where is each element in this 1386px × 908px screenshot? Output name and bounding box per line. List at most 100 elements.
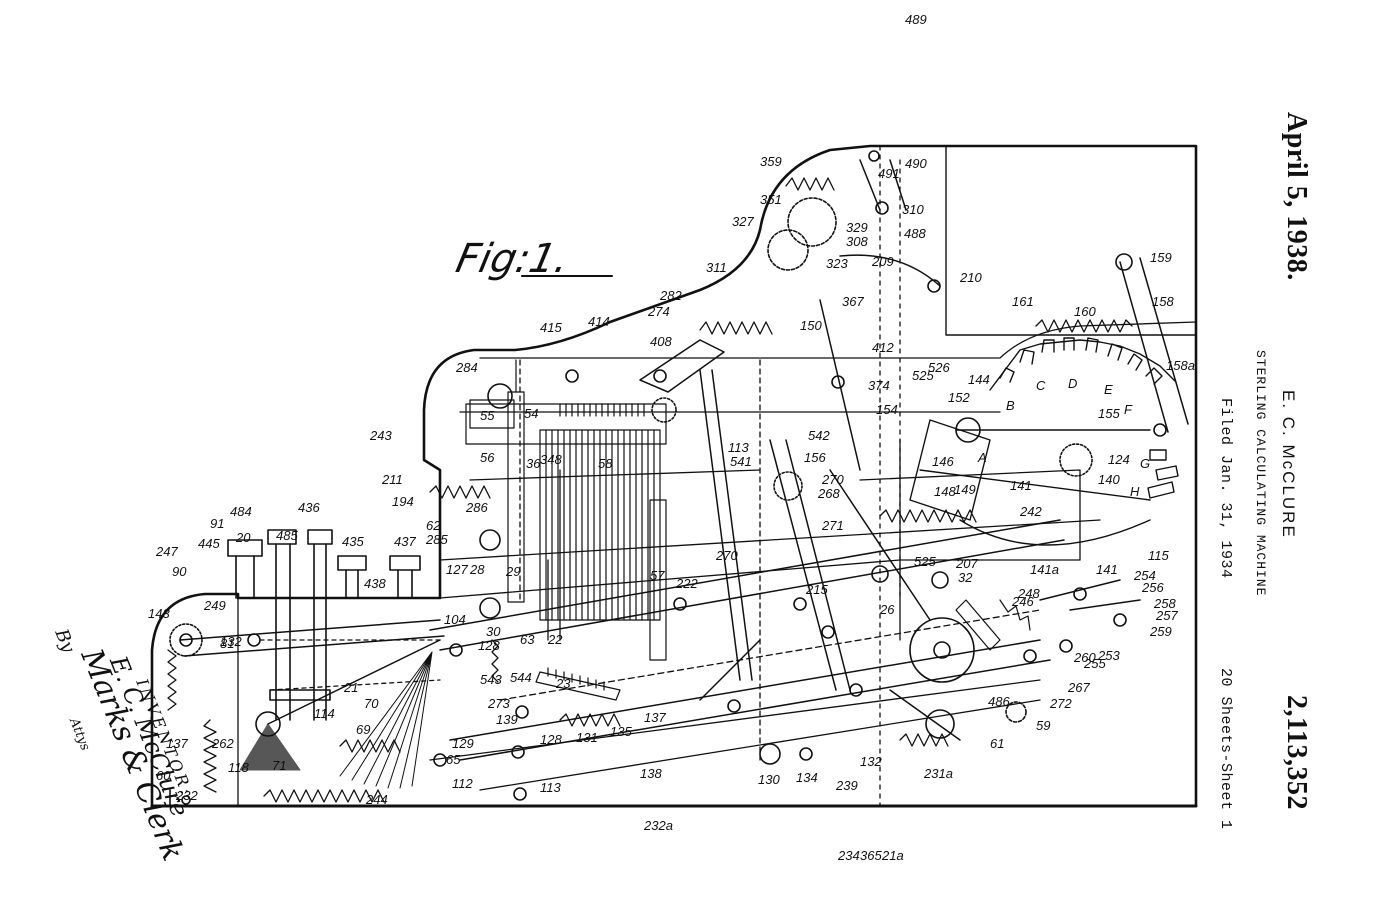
reference-numeral: 69 — [356, 722, 370, 737]
reference-numeral: 259 — [1149, 624, 1172, 639]
reference-numeral: 132 — [860, 754, 882, 769]
reference-numeral: 267 — [1067, 680, 1090, 695]
reference-numeral: B — [1006, 398, 1015, 413]
reference-numeral: 239 — [835, 778, 858, 793]
reference-numeral: 132 — [220, 634, 242, 649]
reference-numeral: 65 — [446, 752, 461, 767]
reference-numeral: 141 — [1096, 562, 1118, 577]
reference-numeral: 60 — [156, 768, 171, 783]
reference-numeral: 115 — [1148, 548, 1169, 563]
reference-numeral: 351 — [760, 192, 782, 207]
reference-numeral: 272 — [1049, 696, 1072, 711]
reference-numeral: 71 — [272, 758, 286, 773]
reference-numeral: 215 — [805, 582, 828, 597]
reference-numeral: 57 — [650, 568, 665, 583]
reference-numeral: 211 — [381, 472, 403, 487]
reference-numeral: 246 — [1011, 594, 1034, 609]
reference-numeral: 138 — [640, 766, 662, 781]
reference-numeral: 437 — [394, 534, 416, 549]
reference-numeral: 485 — [276, 528, 298, 543]
reference-numeral: 141a — [1030, 562, 1059, 577]
reference-numeral: 374 — [868, 378, 890, 393]
reference-numeral: 543 — [480, 672, 502, 687]
reference-numeral: 271 — [821, 518, 844, 533]
reference-numeral: F — [1124, 402, 1133, 417]
reference-numeral: 159 — [1150, 250, 1172, 265]
reference-numeral: 158 — [1152, 294, 1174, 309]
springs — [167, 177, 1133, 803]
reference-numeral: 282 — [659, 288, 682, 303]
reference-numeral: 130 — [758, 772, 780, 787]
reference-numeral: 113 — [540, 780, 561, 795]
reference-numeral: 234 — [837, 848, 860, 863]
reference-numeral: 329 — [846, 220, 868, 235]
reference-numeral: 308 — [846, 234, 868, 249]
reference-numeral: 29 — [505, 564, 520, 579]
reference-numeral: 209 — [871, 254, 894, 269]
comb-mechanism — [465, 359, 667, 661]
reference-numeral: 118 — [228, 760, 249, 775]
reference-numeral: G — [1140, 456, 1150, 471]
reference-numeral: 286 — [465, 500, 488, 515]
reference-numeral: C — [1036, 378, 1046, 393]
reference-numeral: 488 — [904, 226, 926, 241]
reference-numeral: 367 — [842, 294, 864, 309]
reference-numeral: 247 — [155, 544, 178, 559]
gears-and-pivots — [169, 150, 1167, 805]
reference-numeral: 436 — [298, 500, 320, 515]
reference-numeral: 21 — [343, 680, 358, 695]
key-bank — [227, 529, 421, 721]
reference-numeral: 310 — [902, 202, 924, 217]
reference-numeral: 484 — [230, 504, 252, 519]
reference-numeral: 248 — [1017, 586, 1040, 601]
reference-numeral: 486 — [988, 694, 1010, 709]
reference-numeral: 285 — [425, 532, 448, 547]
reference-numeral: 144 — [968, 372, 990, 387]
reference-numeral: 274 — [647, 304, 670, 319]
reference-numeral: 365 — [860, 848, 882, 863]
reference-numeral: 243 — [369, 428, 392, 443]
reference-numeral: 70 — [364, 696, 379, 711]
reference-numeral: 232 — [175, 788, 198, 803]
reference-numeral: 131 — [576, 730, 598, 745]
reference-numeral: 525 — [912, 368, 934, 383]
reference-numeral: 104 — [444, 612, 466, 627]
reference-numeral: D — [1068, 376, 1077, 391]
reference-numeral: 112 — [452, 776, 473, 791]
reference-numeral: 445 — [198, 536, 220, 551]
reference-numeral: 56 — [480, 450, 495, 465]
frame-lines — [237, 145, 1197, 807]
reference-numeral: 254 — [1133, 568, 1156, 583]
reference-numeral: 20 — [235, 530, 251, 545]
reference-numeral: 210 — [959, 270, 982, 285]
reference-numeral: 139 — [496, 712, 518, 727]
reference-numeral: 81 — [220, 636, 234, 651]
reference-numeral: 249 — [203, 598, 226, 613]
machine-housing — [150, 144, 1198, 808]
reference-numeral: 22 — [547, 632, 563, 647]
reference-numeral: 160 — [1074, 304, 1096, 319]
reference-numeral: 270 — [715, 548, 738, 563]
reference-numeral: 262 — [211, 736, 234, 751]
reference-numeral: 156 — [804, 450, 826, 465]
reference-numeral: 155 — [1098, 406, 1120, 421]
reference-numeral: 408 — [650, 334, 672, 349]
reference-numeral: 491 — [878, 166, 900, 181]
reference-numeral: 36 — [526, 456, 541, 471]
reference-numeral: 489 — [905, 12, 927, 27]
reference-numeral: 23 — [555, 676, 571, 691]
reference-numeral: H — [1130, 484, 1140, 499]
reference-numeral: 525 — [914, 554, 936, 569]
reference-numeral: 232a — [643, 818, 673, 833]
reference-numeral: 137 — [644, 710, 666, 725]
reference-numeral: 59 — [1036, 718, 1050, 733]
reference-numeral: 90 — [172, 564, 187, 579]
reference-numeral: 207 — [955, 556, 978, 571]
reference-numeral: 158a — [1166, 358, 1195, 373]
stepped-sector — [909, 337, 1179, 546]
reference-numeral: 438 — [364, 576, 386, 591]
reference-numeral: 542 — [808, 428, 830, 443]
reference-numeral: 134 — [796, 770, 818, 785]
